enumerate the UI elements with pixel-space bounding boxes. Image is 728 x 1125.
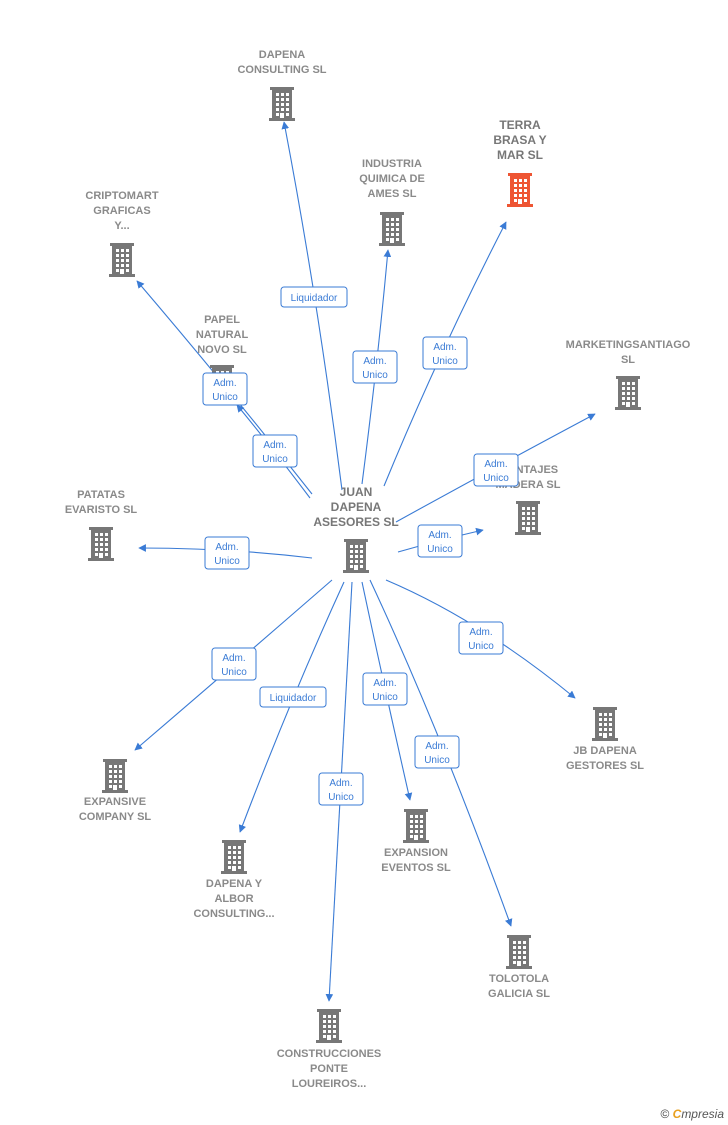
relation-label-expansive[interactable]: Adm.Unico — [211, 647, 257, 681]
relation-label-dapena-albor[interactable]: Liquidador — [259, 686, 327, 708]
relation-label-jb-dapena[interactable]: Adm.Unico — [458, 621, 504, 655]
building-icon-construcciones[interactable] — [316, 1009, 342, 1043]
relation-text: Adm.Unico — [328, 778, 354, 803]
relation-text: Liquidador — [270, 693, 317, 704]
building-icon-expansion-eventos[interactable] — [403, 809, 429, 843]
relation-label-patatas-evaristo[interactable]: Adm.Unico — [204, 536, 250, 570]
relation-text: Adm.Unico — [468, 627, 494, 652]
relation-label-construcciones[interactable]: Adm.Unico — [318, 772, 364, 806]
relation-text: Adm.Unico — [427, 530, 453, 555]
relation-label-criptomart[interactable]: Adm.Unico — [202, 372, 248, 406]
relation-text: Adm.Unico — [362, 356, 388, 381]
building-icon-tolotola[interactable] — [506, 935, 532, 969]
building-icon-dapena-albor[interactable] — [221, 840, 247, 874]
relation-label-tolotola[interactable]: Adm.Unico — [414, 735, 460, 769]
footer-brand[interactable]: © Cmpresia — [660, 1107, 724, 1121]
relation-label-montajes-madera[interactable]: Adm.Unico — [417, 524, 463, 558]
relation-text: Liquidador — [291, 293, 338, 304]
building-icon-dapena-consulting[interactable] — [269, 87, 295, 121]
building-icon-terra-brasa[interactable] — [507, 173, 533, 207]
relation-text: Adm.Unico — [432, 342, 458, 367]
building-icon-patatas-evaristo[interactable] — [88, 527, 114, 561]
relation-text: Adm.Unico — [212, 378, 238, 403]
relation-label-expansion-eventos[interactable]: Adm.Unico — [362, 672, 408, 706]
relation-text: Adm.Unico — [221, 653, 247, 678]
relation-label-industria-quimica[interactable]: Adm.Unico — [352, 350, 398, 384]
relation-text: Adm.Unico — [483, 459, 509, 484]
building-icon-marketingsantiago[interactable] — [615, 376, 641, 410]
building-icon-expansive[interactable] — [102, 759, 128, 793]
building-icon-center[interactable] — [343, 539, 369, 573]
relation-label-dapena-consulting[interactable]: Liquidador — [280, 286, 348, 308]
brand-logo-first: C — [672, 1107, 682, 1121]
building-icon-industria-quimica[interactable] — [379, 212, 405, 246]
relation-text: Adm.Unico — [262, 440, 288, 465]
building-icon-criptomart[interactable] — [109, 243, 135, 277]
relation-label-papel-natural[interactable]: Adm.Unico — [252, 434, 298, 468]
brand-logo-rest: mpresia — [681, 1107, 724, 1121]
copyright-symbol: © — [660, 1107, 670, 1121]
relation-labels-layer: LiquidadorAdm.UnicoAdm.UnicoAdm.UnicoAdm… — [202, 286, 519, 806]
building-icon-montajes-madera[interactable] — [515, 501, 541, 535]
relation-label-marketingsantiago[interactable]: Adm.Unico — [473, 453, 519, 487]
building-icon-jb-dapena[interactable] — [592, 707, 618, 741]
relation-text: Adm.Unico — [424, 741, 450, 766]
relation-label-terra-brasa[interactable]: Adm.Unico — [422, 336, 468, 370]
relation-text: Adm.Unico — [214, 542, 240, 567]
relation-text: Adm.Unico — [372, 678, 398, 703]
